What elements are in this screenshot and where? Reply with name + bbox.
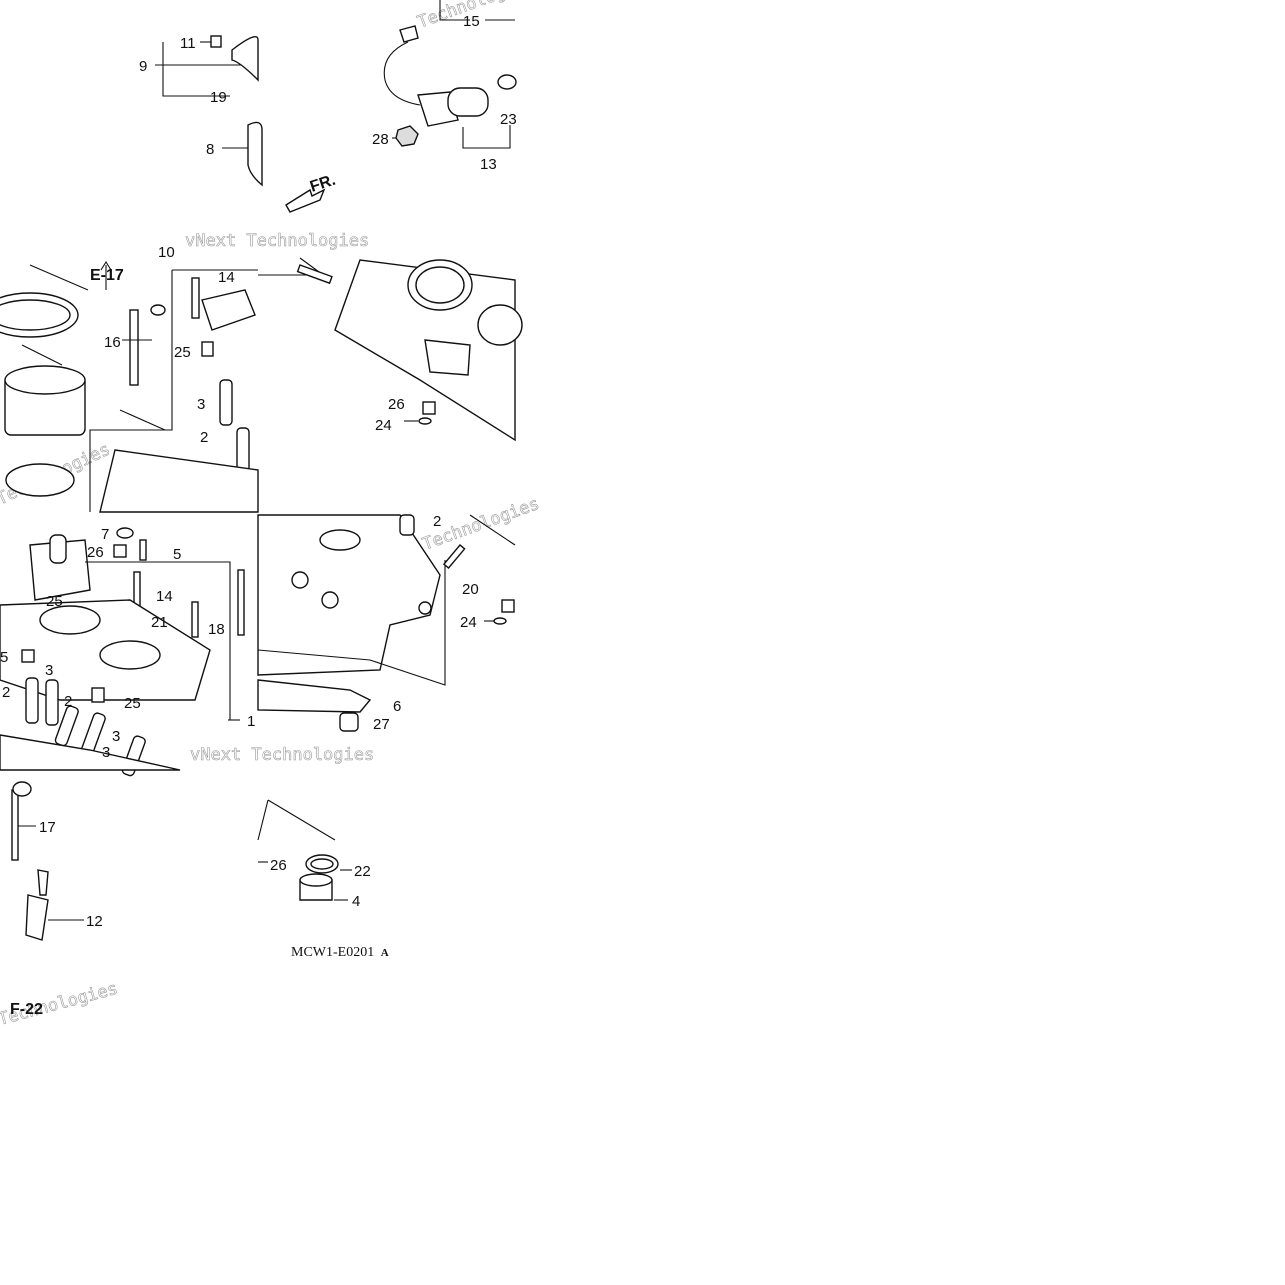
callout-11: 11 [180,35,196,52]
watermark: vNext Technologies [190,745,374,765]
callout-23: 23 [500,111,517,128]
callout-6: 6 [393,698,401,715]
watermark: vNext Technologies [185,231,369,251]
callout-18: 18 [208,621,225,638]
callout-14: 14 [218,269,235,286]
callout-3: 3 [45,662,53,679]
plug-and-seals [11,781,352,941]
throttle-body [258,257,523,442]
callout-25: 25 [174,344,191,361]
callout-20: 20 [462,581,479,598]
callout-26: 26 [388,396,405,413]
callout-13: 13 [480,156,497,173]
callout-3: 3 [102,744,110,761]
intake-and-head-left [0,260,259,513]
callout-26: 26 [270,857,287,874]
callout-5: 5 [0,649,8,666]
callout-10: 10 [158,244,175,261]
callout-9: 9 [139,58,147,75]
callout-26: 26 [87,544,104,561]
callout-14: 14 [156,588,173,605]
callout-1: 1 [247,713,255,730]
cam-holders [0,527,245,777]
figure-code-main: MCW1-E0201 [291,945,374,960]
ref-e17: E-17 [90,267,124,284]
callout-3: 3 [112,728,120,745]
clamp-assembly [155,35,263,187]
callout-19: 19 [210,89,227,106]
callout-24: 24 [460,614,477,631]
cylinder-head-right [257,514,516,732]
callout-2: 2 [64,693,72,710]
callout-7: 7 [101,526,109,543]
callout-15: 15 [463,13,480,30]
callout-5: 5 [173,546,181,563]
figure-code-suffix: A [381,947,389,959]
callout-2: 2 [200,429,208,446]
callout-3: 3 [197,396,205,413]
callout-4: 4 [352,893,360,910]
callout-27: 27 [373,716,390,733]
callout-28: 28 [372,131,389,148]
callout-2: 2 [433,513,441,530]
callout-8: 8 [206,141,214,158]
callout-21: 21 [151,614,168,631]
callout-24: 24 [375,417,392,434]
callout-12: 12 [86,913,103,930]
figure-code: MCW1-E0201 A [291,945,389,960]
callout-22: 22 [354,863,371,880]
callout-labels: 11 9 19 8 15 23 28 13 FR. 10 E-17 14 16 … [0,13,517,1018]
direction-label: FR. [308,172,338,196]
sensor-assembly [285,0,517,213]
ref-f22: F-22 [10,1001,43,1018]
callout-25: 25 [124,695,141,712]
callout-16: 16 [104,334,121,351]
callout-17: 17 [39,819,56,836]
callout-2: 2 [2,684,10,701]
callout-25: 25 [46,593,63,610]
